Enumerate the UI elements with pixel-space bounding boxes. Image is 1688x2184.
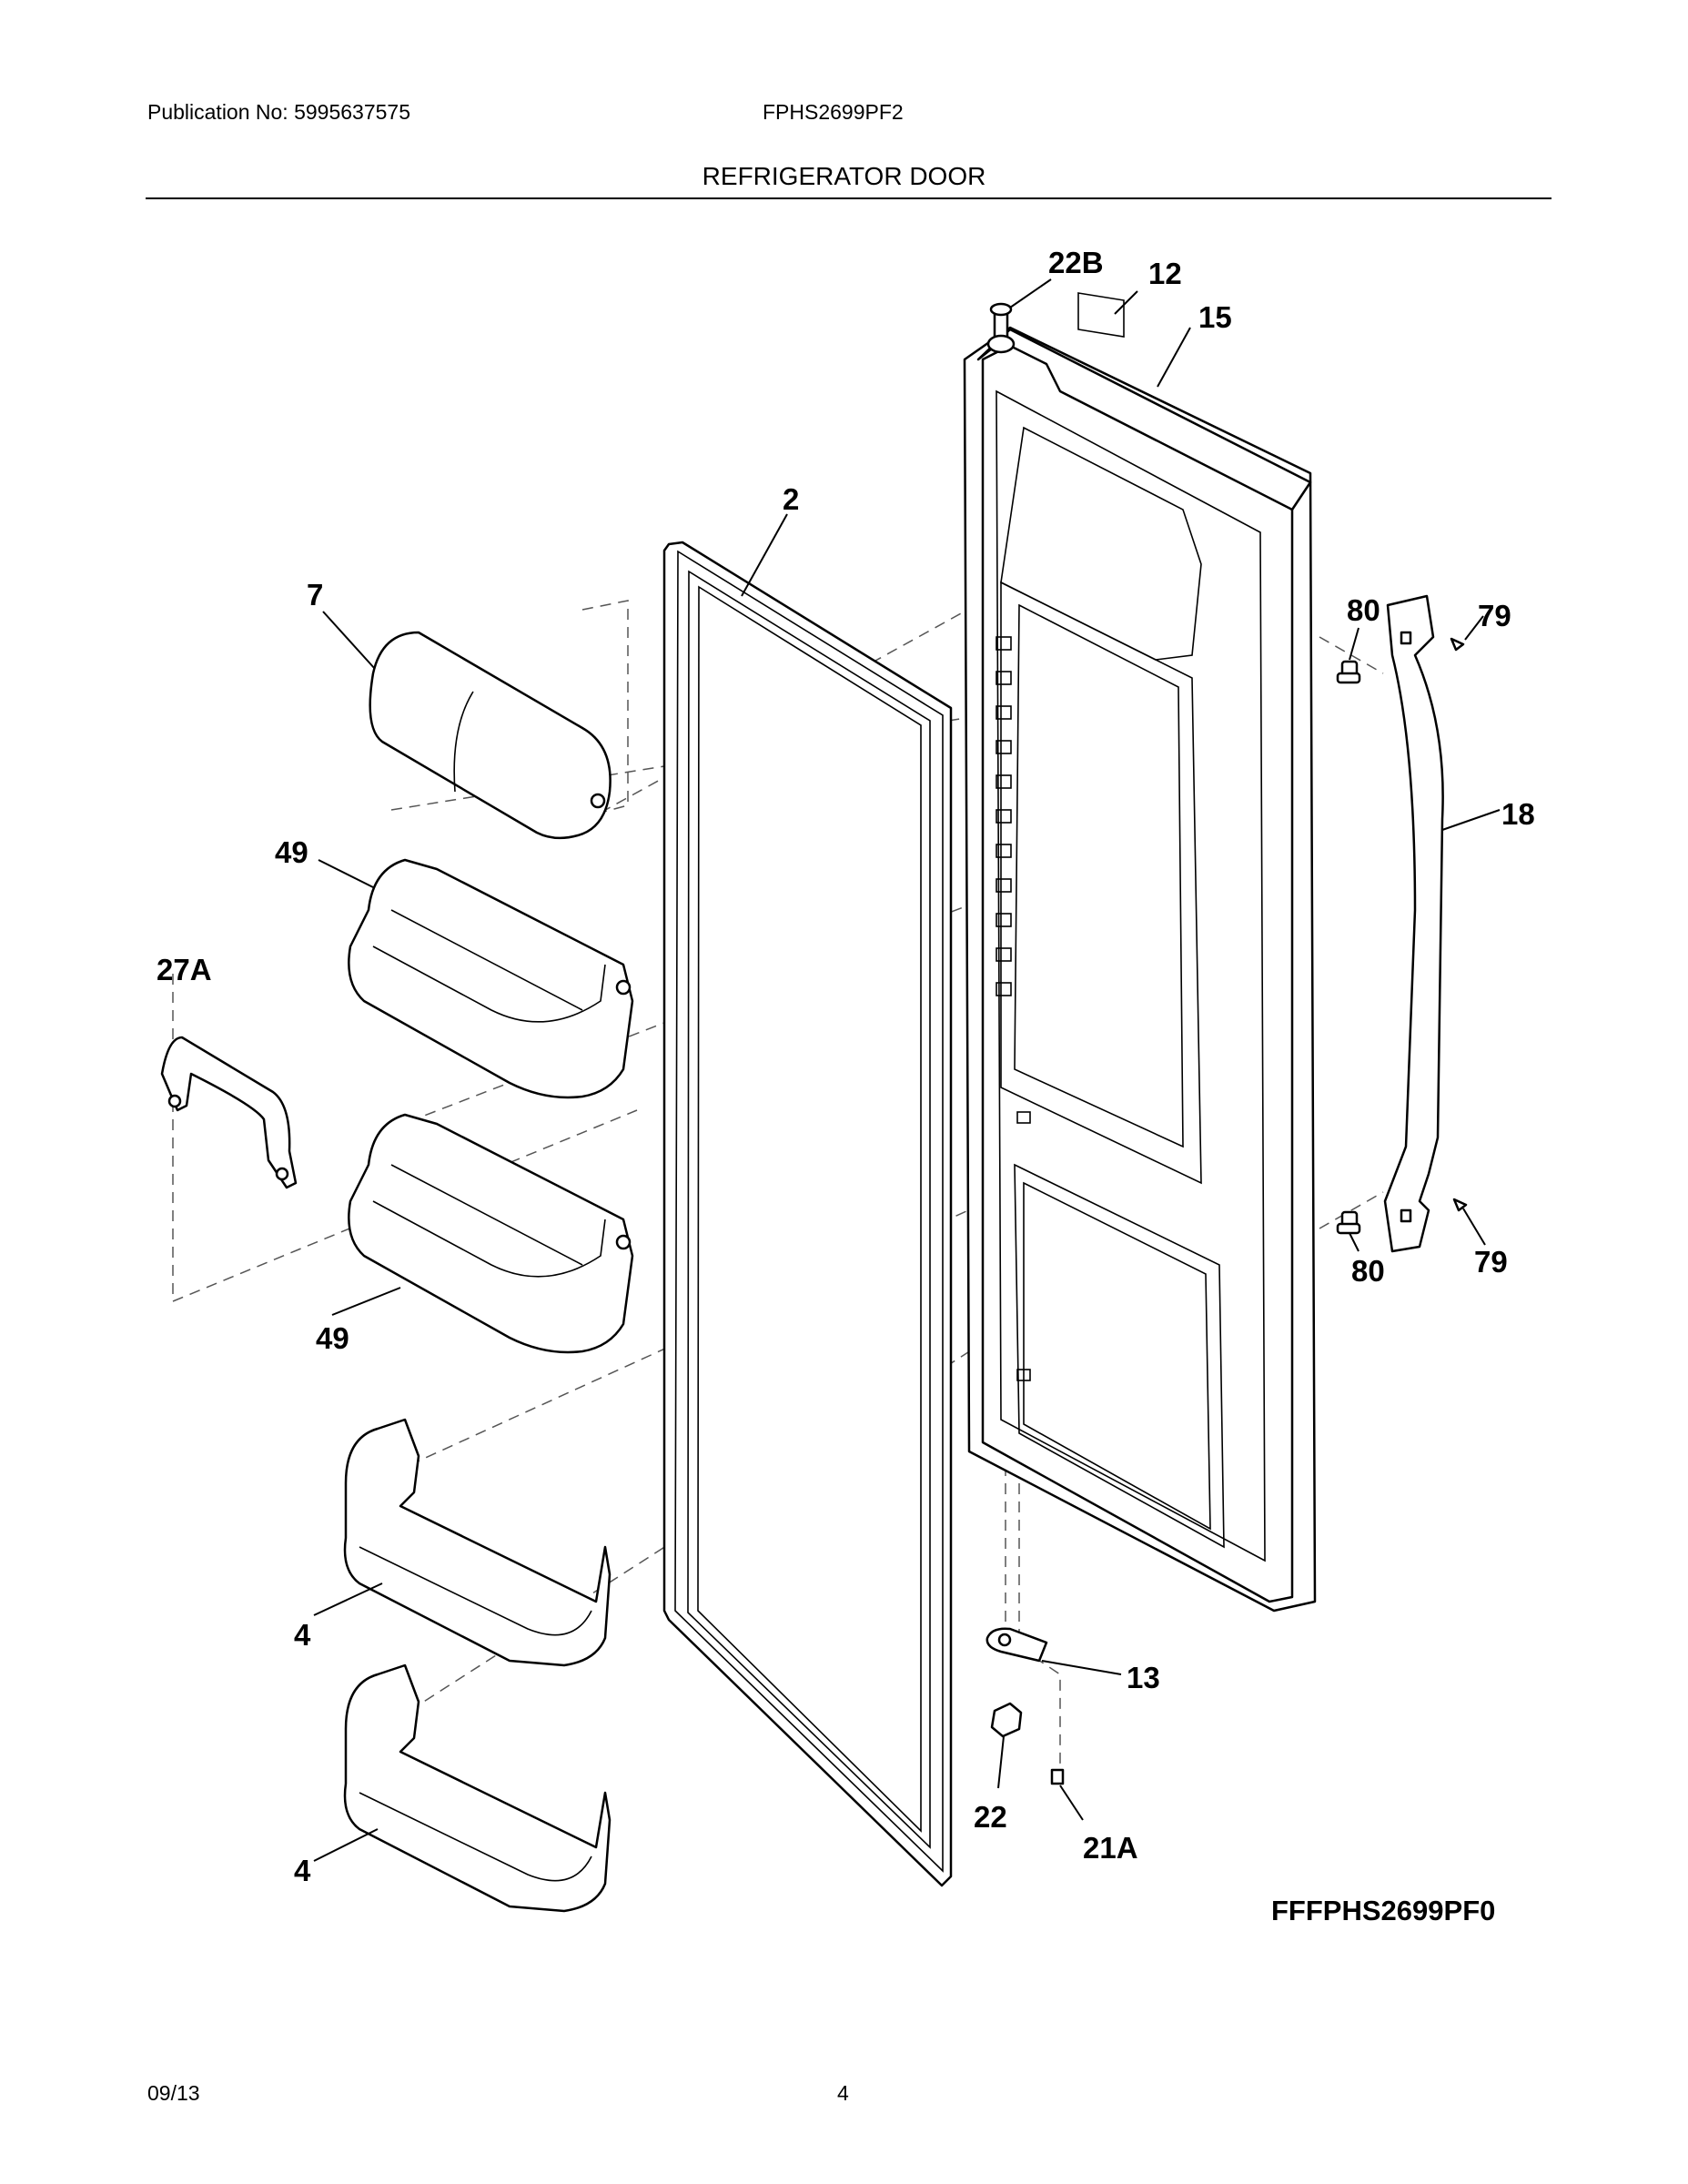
callout-4-upper: 4 [294,1618,311,1652]
stud-part-80-upper [1336,660,1361,684]
footer-date: 09/13 [147,2081,200,2105]
door-handle-part-18 [1383,594,1444,1253]
callout-12: 12 [1148,257,1182,290]
callout-13: 13 [1127,1661,1160,1694]
door-bin-part-4-lower [343,1663,612,1913]
callout-labels: 22B 12 15 2 7 49 27A 49 4 4 80 79 18 80 … [157,246,1535,1926]
header-divider [146,197,1552,199]
callout-80-lower: 80 [1351,1254,1385,1288]
callout-7: 7 [307,578,323,612]
door-bin-part-49-lower [348,1113,634,1354]
callout-22: 22 [974,1800,1007,1834]
door-bin-part-4-upper [343,1418,612,1667]
callout-27a: 27A [157,953,212,986]
bin-rail-part-27a [160,1036,298,1189]
screw-part-79-upper [1450,637,1465,652]
callout-79-lower: 79 [1474,1245,1508,1279]
label-part-12 [1077,292,1125,338]
bushing-part-22 [990,1702,1023,1738]
hinge-pin-part-22b [986,302,1016,354]
door-gasket-part-2 [662,541,953,1887]
refrigerator-door-part-15 [963,292,1317,1613]
dairy-bin-part-7 [369,631,612,840]
hinge-plate-part-13 [986,1627,1048,1663]
callout-21a: 21A [1083,1831,1138,1865]
callout-2: 2 [783,482,799,516]
diagram-code: FFFPHS2699PF0 [1271,1895,1495,1926]
publication-number: Publication No: 5995637575 [147,100,411,124]
callout-4-lower: 4 [294,1854,311,1887]
screw-part-21a [1050,1768,1065,1785]
screw-part-79-lower [1452,1198,1468,1212]
leader-lines [313,278,1501,1862]
callout-49-lower: 49 [316,1321,349,1355]
callout-79-upper: 79 [1478,599,1511,632]
callout-22b: 22B [1048,246,1104,279]
door-bin-part-49-upper [348,858,634,1099]
callout-15: 15 [1198,300,1232,334]
callout-49-upper: 49 [275,835,308,869]
model-number: FPHS2699PF2 [763,100,904,124]
callout-18: 18 [1501,797,1535,831]
section-title: REFRIGERATOR DOOR [702,162,986,190]
stud-part-80-lower [1336,1210,1361,1235]
page-number: 4 [837,2081,849,2105]
callout-80-upper: 80 [1347,593,1380,627]
